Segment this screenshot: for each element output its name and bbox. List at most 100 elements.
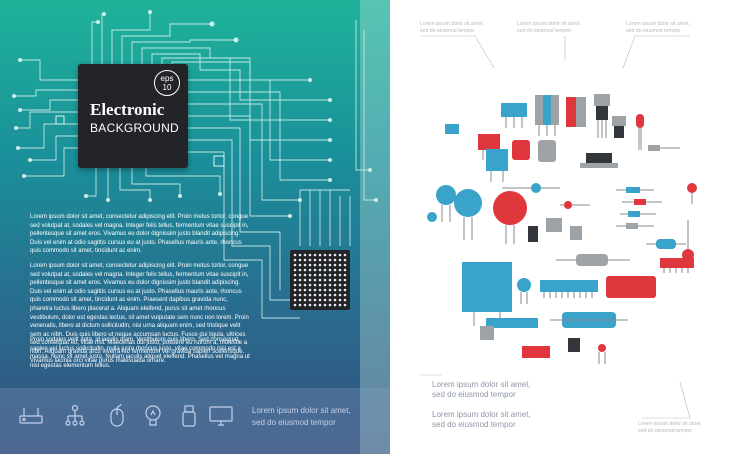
callout-text: sed do eiusmod tempor — [420, 27, 475, 34]
body-paragraph-3: Proin sodales velit ante, id iaculis dia… — [30, 337, 250, 369]
callout-text: Lorem ipsum dolor sit amet, — [626, 21, 691, 27]
grid-dot — [323, 278, 327, 282]
callout-bottom-left-2: Lorem ipsum dolor sit amet, sed do eiusm… — [432, 410, 531, 430]
body-paragraph-1: Lorem ipsum dolor sit amet, consectetur … — [30, 214, 249, 255]
callout-text: sed do eiusmod tempor — [432, 420, 516, 429]
grid-dot — [333, 268, 337, 272]
callout-text: Lorem ipsum dolor sit amet, — [638, 421, 703, 427]
component-transistor-group — [501, 94, 644, 150]
grid-dot — [298, 268, 302, 272]
grid-dot — [338, 298, 342, 302]
grid-dot — [338, 263, 342, 267]
component-capacitor-group — [445, 124, 680, 182]
grid-dot — [308, 278, 312, 282]
grid-dot — [323, 283, 327, 287]
callout-text: sed do eiusmod tempor — [432, 390, 516, 399]
grid-dot — [303, 288, 307, 292]
grid-dot — [298, 273, 302, 277]
grid-dot — [313, 283, 317, 287]
grid-dot — [293, 268, 297, 272]
grid-dot — [323, 293, 327, 297]
grid-dot — [298, 278, 302, 282]
monitor-icon — [209, 406, 233, 426]
strip-caption-line-1: Lorem ipsum dolor sit amet, — [252, 406, 351, 415]
grid-dot — [308, 298, 312, 302]
left-panel: eps 10 Electronic BACKGROUND Lorem ipsum… — [0, 0, 390, 454]
grid-dot — [313, 298, 317, 302]
grid-dot — [318, 253, 322, 257]
grid-dot — [298, 303, 302, 307]
grid-dot — [333, 253, 337, 257]
grid-dot — [338, 288, 342, 292]
grid-dot — [313, 293, 317, 297]
grid-dot — [323, 258, 327, 262]
grid-dot — [318, 283, 322, 287]
grid-dot — [308, 258, 312, 262]
grid-dot — [328, 273, 332, 277]
grid-dot — [303, 258, 307, 262]
grid-dot — [293, 303, 297, 307]
grid-dot — [323, 298, 327, 302]
grid-dot — [318, 258, 322, 262]
grid-dot — [313, 263, 317, 267]
callout-text: Lorem ipsum dolor sit amet, — [432, 410, 531, 419]
grid-dot — [328, 258, 332, 262]
body-paragraph-2: Lorem ipsum dolor sit amet, consectetur … — [30, 263, 249, 364]
grid-dot — [333, 303, 337, 307]
router-icon — [19, 408, 43, 424]
grid-dot — [343, 293, 347, 297]
grid-dot — [318, 268, 322, 272]
grid-dot — [313, 288, 317, 292]
grid-dot — [303, 293, 307, 297]
grid-dot — [328, 283, 332, 287]
grid-dot — [293, 298, 297, 302]
eps-badge: eps 10 — [154, 70, 180, 96]
main-chip: eps 10 Electronic BACKGROUND — [78, 64, 188, 168]
grid-dot — [313, 268, 317, 272]
grid-dot — [338, 303, 342, 307]
grid-dot — [298, 288, 302, 292]
grid-dot — [333, 258, 337, 262]
grid-dot — [308, 283, 312, 287]
grid-dot — [318, 273, 322, 277]
grid-dot — [313, 273, 317, 277]
grid-dot — [313, 258, 317, 262]
grid-dot — [308, 293, 312, 297]
callout-top-center: Lorem ipsum dolor sit amet, sed do eiusm… — [517, 21, 581, 34]
tree-network-icon — [65, 404, 85, 426]
grid-dot — [293, 293, 297, 297]
grid-dot — [318, 303, 322, 307]
grid-dot — [343, 263, 347, 267]
grid-dot — [293, 253, 297, 257]
grid-dot — [343, 303, 347, 307]
callout-text: Lorem ipsum dolor sit amet, — [420, 21, 485, 27]
grid-dot — [303, 273, 307, 277]
grid-dot — [318, 288, 322, 292]
grid-dot — [308, 303, 312, 307]
grid-dot — [308, 288, 312, 292]
grid-dot — [293, 288, 297, 292]
grid-dot — [303, 278, 307, 282]
grid-dot — [318, 293, 322, 297]
callout-top-left: Lorem ipsum dolor sit amet, sed do eiusm… — [420, 21, 484, 34]
grid-dot — [343, 298, 347, 302]
grid-dot — [298, 253, 302, 257]
callout-text: Lorem ipsum dolor sit amet, — [517, 21, 582, 27]
grid-dot — [293, 278, 297, 282]
grid-dot — [343, 268, 347, 272]
grid-dot — [323, 263, 327, 267]
grid-dot — [308, 253, 312, 257]
callout-text: sed do eiusmod tempor — [517, 27, 572, 34]
grid-dot — [338, 283, 342, 287]
grid-dot — [343, 283, 347, 287]
callout-bottom-left-1: Lorem ipsum dolor sit amet, sed do eiusm… — [432, 380, 531, 400]
grid-dot — [338, 273, 342, 277]
grid-dot — [328, 303, 332, 307]
grid-dot — [343, 288, 347, 292]
grid-dots — [293, 253, 347, 307]
grid-dot — [308, 273, 312, 277]
lightbulb-icon — [145, 405, 161, 426]
grid-dot — [323, 288, 327, 292]
grid-dot — [338, 253, 342, 257]
grid-dot — [333, 288, 337, 292]
